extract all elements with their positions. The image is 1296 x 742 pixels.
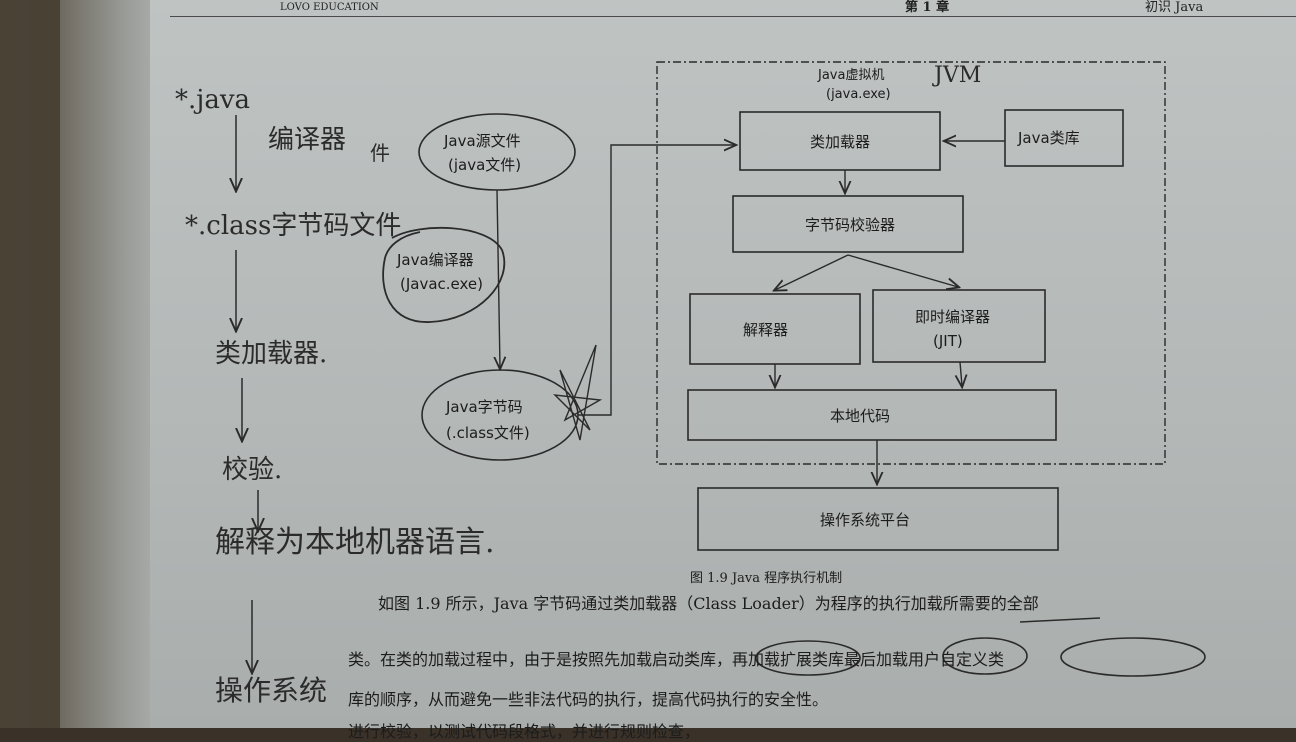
handwritten-compiler: 编译器	[268, 125, 346, 155]
java-library-node	[1004, 109, 1124, 167]
jvm-subtitle: (java.exe)	[826, 87, 891, 102]
jit-compiler-node	[872, 289, 1046, 363]
handwritten-file: 件	[370, 141, 390, 165]
source-file-sub: (java文件)	[448, 156, 521, 174]
native-code-node	[687, 389, 1057, 441]
chapter-title: 初识 Java	[1145, 0, 1204, 15]
hand-circle-ext-lib	[942, 637, 1028, 675]
handwritten-verify: 校验.	[222, 455, 282, 485]
paragraph-line-3: 库的顺序，从而避免一些非法代码的执行，提高代码执行的安全性。	[348, 690, 829, 709]
bytecode-verifier-label: 字节码校验器	[805, 216, 895, 234]
compiler-hand-circle	[382, 226, 506, 323]
hand-circle-startup-lib	[755, 640, 861, 676]
interpreter-label: 解释器	[743, 321, 788, 339]
chapter-number: 第 1 章	[905, 0, 950, 15]
arrow-verifier-to-interpreter	[775, 254, 849, 290]
java-library-label: Java类库	[1017, 129, 1080, 147]
handwritten-class: *.class字节码文件	[185, 211, 401, 241]
figure-caption: 图 1.9 Java 程序执行机制	[690, 571, 843, 586]
arrow-compile	[497, 189, 500, 368]
compiler-label: Java编译器	[396, 251, 474, 269]
class-loader-node	[739, 111, 941, 171]
jvm-container	[656, 61, 1166, 465]
jit-compiler-label: 即时编译器	[915, 308, 990, 326]
hand-circle-user-lib	[1060, 637, 1206, 677]
source-file-label: Java源文件	[443, 132, 521, 150]
jvm-title: Java虚拟机	[817, 68, 884, 83]
arrow-jit-to-native	[960, 361, 962, 386]
paragraph-line-4: 进行校验，以测试代码段格式，并进行规则检查，	[348, 722, 701, 741]
paragraph-line-2: 类。在类的加载过程中，由于是按照先加载启动类库，再加载扩展类库最后加载用户自定义…	[348, 650, 1005, 669]
scribble-star	[553, 344, 603, 441]
os-platform-label: 操作系统平台	[820, 511, 910, 529]
handwritten-interpret: 解释为本地机器语言.	[215, 525, 495, 560]
class-loader-label: 类加载器	[810, 133, 870, 151]
arrow-verifier-to-jit	[847, 254, 958, 287]
native-code-label: 本地代码	[830, 407, 890, 425]
handwritten-os: 操作系统	[215, 674, 327, 707]
jit-compiler-sub: (JIT)	[933, 332, 963, 350]
hand-underline	[1019, 617, 1101, 623]
page-header: LOVO EDUCATION 第 1 章 初识 Java	[170, 0, 1296, 17]
handwritten-java: *.java	[175, 85, 250, 115]
paragraph-line-1: 如图 1.9 所示，Java 字节码通过类加载器（Class Loader）为程…	[378, 594, 1039, 613]
bytecode-sub: (.class文件)	[446, 424, 530, 442]
arrow-to-classloader	[578, 145, 735, 416]
source-file-node	[418, 113, 576, 191]
os-platform-node	[697, 487, 1059, 551]
bytecode-label: Java字节码	[445, 398, 523, 416]
bytecode-verifier-node	[732, 195, 964, 253]
compiler-sub: (Javac.exe)	[400, 275, 483, 293]
jvm-handwritten-note: JVM	[932, 63, 981, 88]
handwritten-classloader: 类加载器.	[215, 339, 327, 369]
logo-text: LOVO EDUCATION	[280, 2, 379, 13]
